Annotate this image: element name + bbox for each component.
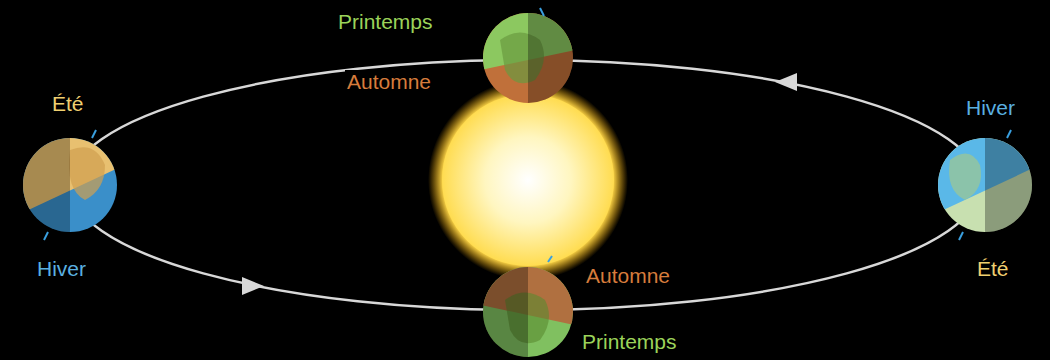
orbit-arrowhead — [242, 277, 264, 295]
season-label: Hiver — [964, 96, 1017, 120]
season-label: Été — [975, 257, 1011, 281]
season-label: Automne — [345, 70, 433, 94]
season-label: Hiver — [35, 257, 88, 281]
season-label: Printemps — [336, 10, 435, 34]
season-label: Printemps — [580, 330, 679, 354]
season-label: Été — [50, 92, 86, 116]
earth — [0, 43, 172, 250]
earth — [855, 45, 1050, 240]
season-label: Automne — [584, 264, 672, 288]
sun-glow — [428, 80, 628, 280]
sun — [442, 94, 614, 266]
earth — [422, 0, 619, 120]
orbit-arrowhead — [775, 73, 797, 91]
